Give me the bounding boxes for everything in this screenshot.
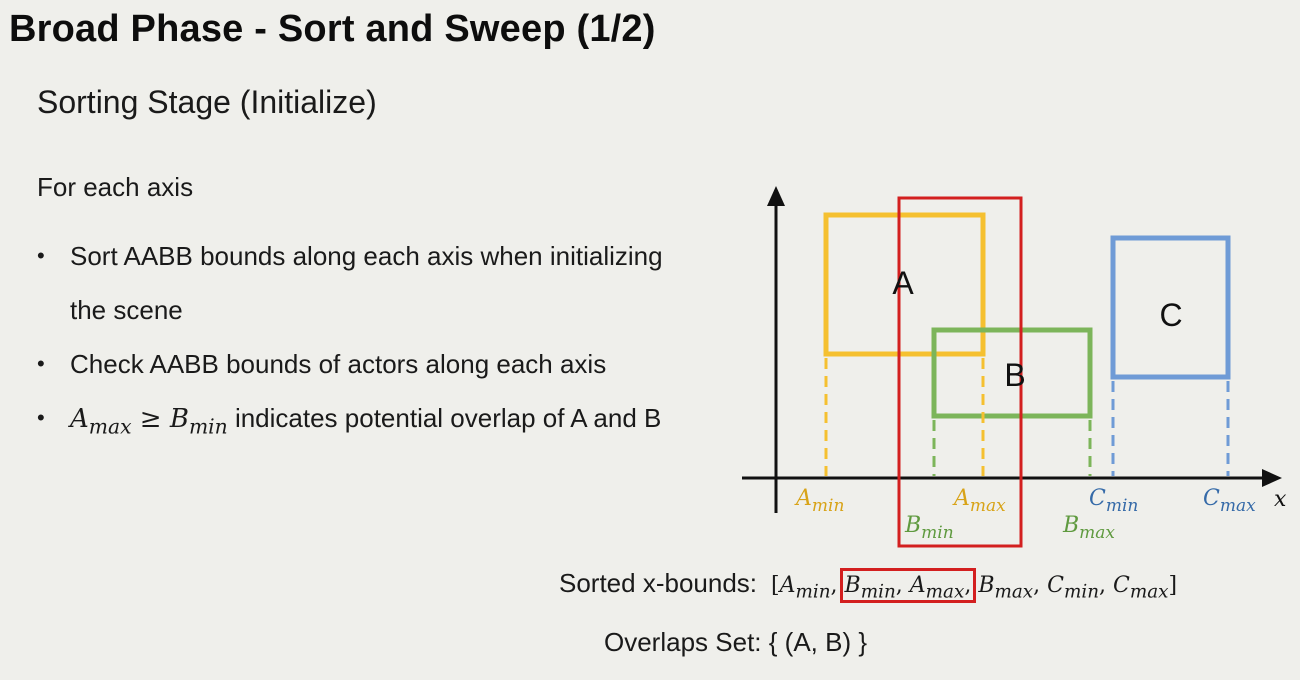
sorted-highlight: Bmin, Amax, [839,568,977,603]
math-expression: Amax ≥ Bmin [70,404,228,438]
bullet-text: Sort AABB bounds along each axis when in… [70,241,663,325]
b-min-base: B [904,513,921,538]
sorted-item-sub: max [1129,581,1169,603]
sorted-item-sub: max [925,581,965,603]
overlap-highlight [897,196,1023,548]
c-max-base: C [1203,486,1220,511]
box-b-label: B [1004,357,1025,393]
sorted-item-base: B [978,573,995,598]
bullet-text: Check AABB bounds of actors along each a… [70,349,607,379]
c-min-label: Cmin [1089,486,1138,516]
box-c [1110,235,1231,380]
sorted-item: Cmin [1047,573,1099,602]
sorted-open-bracket: [ [771,573,780,598]
sorted-item-base: C [1047,573,1064,598]
b-min-sub: min [921,523,954,543]
a-min-base: A [794,486,812,511]
sorted-label: Sorted x-bounds: [559,568,758,598]
bullet-dot-icon: • [37,243,45,268]
y-axis-arrow-icon [767,186,785,206]
bullet-item: • Check AABB bounds of actors along each… [37,337,697,391]
sorted-item-sub: max [994,581,1034,603]
sorted-item-sub: min [1063,581,1100,603]
bullet-dot-icon: • [37,405,45,430]
x-axis-arrow-icon [1262,469,1282,487]
box-c-label: C [1159,297,1182,333]
sorted-close-bracket: ] [1168,573,1178,598]
sorted-bounds-line: Sorted x-bounds: [Amin, Bmin, Amax, Bmax,… [559,568,1178,603]
math-a-sub: max [88,414,132,439]
sorted-item: Bmin [844,573,896,602]
sorted-item-sub: min [795,581,831,603]
a-max-sub: max [970,496,1006,516]
bullet-list: • Sort AABB bounds along each axis when … [37,229,697,453]
b-min-label: Bmin [904,513,954,543]
bullet-dot-icon: • [37,351,45,376]
box-b [931,327,1093,419]
sorted-item-base: A [909,573,926,598]
b-max-sub: max [1079,523,1115,543]
box-a [823,212,986,357]
overlaps-line: Overlaps Set: { (A, B) } [604,627,867,658]
b-max-base: B [1062,513,1079,538]
c-min-sub: min [1106,496,1139,516]
sorted-item: Amin [779,573,831,602]
box-a-label: A [892,265,914,301]
c-max-sub: max [1220,496,1256,516]
sorted-list: [Amin, Bmin, Amax, Bmax, Cmin, Cmax] [771,568,1178,603]
sorted-item: Cmax [1113,573,1169,602]
sorted-item-base: A [779,573,796,598]
sorted-item-base: C [1113,573,1130,598]
math-op: ≥ [139,404,162,434]
c-min-base: C [1089,486,1106,511]
sorted-item-base: B [844,573,861,598]
a-min-sub: min [812,496,845,516]
a-max-label: Amax [952,486,1006,516]
overlaps-label: Overlaps Set: [604,627,762,657]
a-min-label: Amin [794,486,844,516]
slide-subtitle: Sorting Stage (Initialize) [37,84,377,120]
sorted-item: Bmax [978,573,1033,602]
bullet-item: • Sort AABB bounds along each axis when … [37,229,697,337]
bullet-item: • Amax ≥ Bmin indicates potential overla… [37,391,697,453]
a-max-base: A [952,486,970,511]
b-max-label: Bmax [1062,513,1115,543]
c-max-label: Cmax [1203,486,1256,516]
math-b-sub: min [188,414,228,439]
bullet-text: indicates potential overlap of A and B [227,403,662,433]
sorted-item-sub: min [860,581,896,603]
sorted-item: Amax [909,573,965,602]
math-b: B [169,404,189,434]
x-axis-label: x [1274,487,1287,512]
intro-text: For each axis [37,172,194,202]
slide-title: Broad Phase - Sort and Sweep (1/2) [9,8,656,50]
math-a: A [70,404,89,434]
overlaps-value: { (A, B) } [768,627,868,657]
